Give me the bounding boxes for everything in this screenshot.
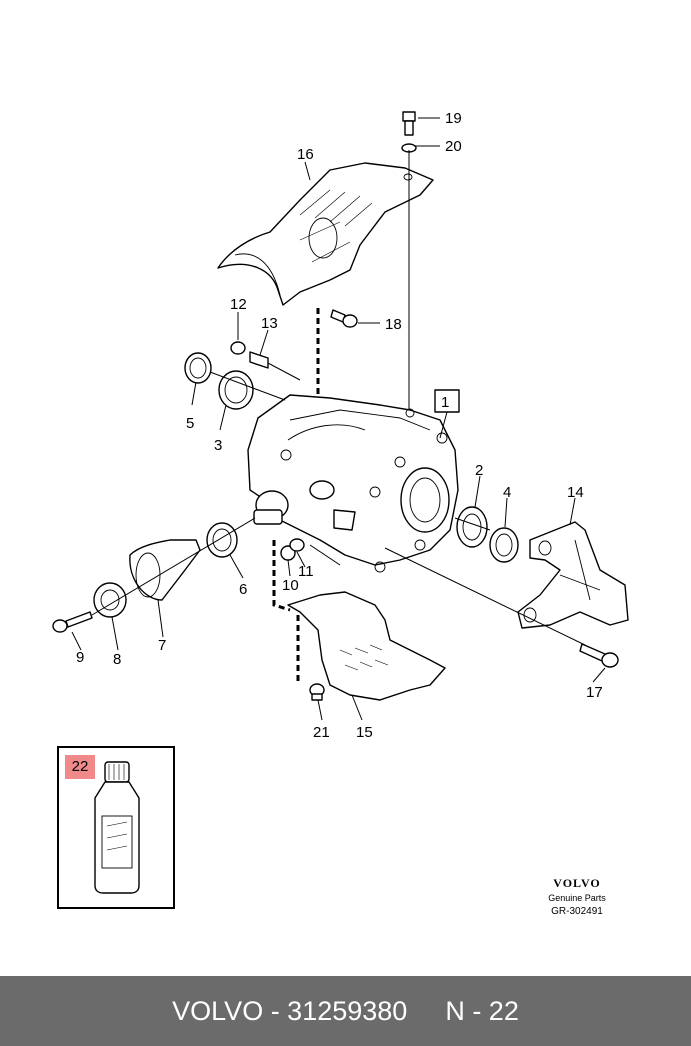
callout-3: 3	[214, 437, 222, 454]
bracket-part-14	[517, 521, 629, 629]
callout-16: 16	[297, 146, 314, 163]
diagram-reference: GR-302491	[551, 906, 603, 917]
bolt-part-21	[309, 683, 325, 701]
seal-part-3	[218, 370, 254, 410]
callout-2: 2	[475, 462, 483, 479]
washer-part-8	[93, 582, 127, 618]
bolt-part-18	[330, 309, 358, 328]
callout-9: 9	[76, 649, 84, 666]
seal-part-5	[184, 352, 212, 384]
callout-11: 11	[298, 563, 314, 580]
callout-22: 22	[65, 755, 95, 779]
callout-7: 7	[158, 637, 166, 654]
callout-19: 19	[445, 110, 462, 127]
footer-bar: VOLVO - 31259380 N - 22	[0, 976, 691, 1046]
nut-part-12	[230, 341, 246, 355]
seal-part-4	[489, 527, 519, 563]
callout-18: 18	[385, 316, 402, 333]
bolt-part-19	[402, 111, 416, 136]
callout-1: 1	[441, 394, 449, 411]
exploded-parts-diagram: 1 2 3 4 5 6 7 8 9 10 11 12 13 14 15 16 1…	[52, 110, 629, 741]
differential-housing-part-1	[247, 394, 459, 573]
bolt-part-9	[52, 611, 93, 633]
bolt-part-17	[579, 643, 619, 668]
callout-21: 21	[313, 724, 330, 741]
brand-subtitle: Genuine Parts	[548, 893, 606, 903]
inset-part-22: 22	[57, 746, 175, 909]
callout-14: 14	[567, 484, 584, 501]
callout-13: 13	[261, 315, 278, 332]
callout-4: 4	[503, 484, 511, 501]
brand-block: VOLVO Genuine Parts GR-302491	[535, 876, 619, 917]
seal-part-6	[206, 522, 238, 558]
fluid-bottle-icon	[94, 761, 140, 894]
flange-part-7	[129, 539, 201, 601]
volvo-logo: VOLVO	[553, 876, 601, 890]
callout-15: 15	[356, 724, 373, 741]
callout-17: 17	[586, 684, 603, 701]
callout-12: 12	[230, 296, 247, 313]
callout-20: 20	[445, 138, 462, 155]
callout-8: 8	[113, 651, 121, 668]
footer-part-number: VOLVO - 31259380	[172, 995, 408, 1026]
plug-part-11	[289, 538, 305, 552]
heat-shield-part-16	[217, 162, 434, 306]
heat-shield-part-15	[287, 591, 446, 701]
callout-10: 10	[282, 577, 299, 594]
pin-part-13	[249, 351, 269, 369]
callout-6: 6	[239, 581, 247, 598]
callout-5: 5	[186, 415, 194, 432]
footer-item-number: N - 22	[445, 995, 519, 1026]
